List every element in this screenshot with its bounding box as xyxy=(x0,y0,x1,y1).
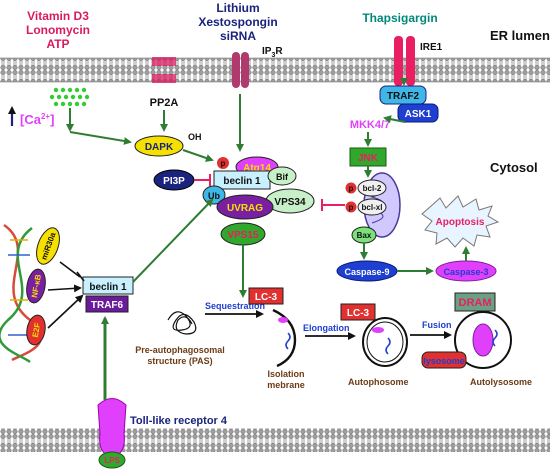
bif-label: Bif xyxy=(276,172,289,182)
traf2-label: TRAF2 xyxy=(387,91,420,102)
lps-label: LPS xyxy=(104,456,120,465)
isolation-line2: mebrane xyxy=(267,380,305,390)
traf6-label: TRAF6 xyxy=(91,300,124,311)
uvrag-label: UVRAG xyxy=(227,203,263,214)
beclin1-left-node xyxy=(82,276,134,295)
lps-node xyxy=(98,451,126,469)
bif-node xyxy=(267,166,297,186)
p-badge-bcl2 xyxy=(345,182,357,194)
ub-label: Ub xyxy=(208,191,220,201)
bclxl-label: bcl-xl xyxy=(362,203,383,212)
pp2a-channel xyxy=(152,57,176,83)
er-membrane xyxy=(0,58,550,82)
pas-line2: structure (PAS) xyxy=(147,356,212,366)
caspase3-label: Caspase-3 xyxy=(443,267,488,277)
pas-scribble xyxy=(167,311,197,335)
lc3-b-node xyxy=(340,303,376,321)
bcl-inhibits-beclin xyxy=(321,199,345,211)
lysosome-label: lysosome xyxy=(423,356,465,366)
tlr4-label: Toll-like receptor 4 xyxy=(130,415,228,427)
dram-label: DRAM xyxy=(459,297,492,309)
lithium-label: Lithium xyxy=(216,1,259,15)
elongation-label: Elongation xyxy=(303,323,350,333)
green-arrows xyxy=(66,78,470,400)
thapsigargin-label: Thapsigargin xyxy=(362,11,437,25)
ask1-label: ASK1 xyxy=(405,109,432,120)
mir30a-inhibits-beclin xyxy=(59,261,85,282)
xestospongin-label: Xestospongin xyxy=(198,15,277,29)
mkk47-label: MKK4/7 xyxy=(350,119,390,131)
atg14-label: Atg14 xyxy=(243,163,271,174)
autophosome xyxy=(362,317,408,367)
pas-line1: Pre-autophagosomal xyxy=(135,345,225,355)
nfkb-node: NF-κB xyxy=(26,268,46,304)
jnk-label: JNK xyxy=(358,153,379,164)
dna-helix xyxy=(0,223,43,364)
ip3r-channel xyxy=(232,52,249,88)
lc3-a-node xyxy=(248,287,284,305)
nfkb-label: NF-κB xyxy=(30,273,43,298)
lc3-b-label: LC-3 xyxy=(347,308,370,319)
vps34-label: VPS34 xyxy=(274,197,306,208)
isolation-cargo xyxy=(278,317,291,350)
dapk-label: DAPK xyxy=(145,142,174,153)
bax-label: Bax xyxy=(357,231,372,240)
lc3-a-label: LC-3 xyxy=(255,292,278,303)
pi3p-inhibition xyxy=(194,174,211,186)
bcl2-label: bcl-2 xyxy=(363,184,382,193)
ask1-to-mkk-arrow xyxy=(383,115,406,124)
isolation-line1: Isolation xyxy=(267,369,304,379)
p-badge-bclxl-label: p xyxy=(349,203,354,212)
p-badge-bclxl xyxy=(345,201,357,213)
autolysosome xyxy=(454,311,512,369)
plasma-membrane xyxy=(0,428,550,452)
nfkb-activates-beclin xyxy=(47,284,82,293)
autolysosome-label: Autolysosome xyxy=(470,377,532,387)
lonomycin-label: Lonomycin xyxy=(26,23,90,37)
beclin-left-to-complex-arrow xyxy=(132,198,214,283)
vps15-label: VPS15 xyxy=(227,230,259,241)
ire1-receptor xyxy=(394,36,415,86)
p-badge-beclin xyxy=(217,157,229,169)
p-badge-bcl2-label: p xyxy=(349,184,354,193)
ca-to-dapk-arrow-h xyxy=(69,131,132,145)
atp-label: ATP xyxy=(46,37,69,51)
bcl2-node xyxy=(357,179,387,197)
ire1-label: IRE1 xyxy=(420,42,443,53)
mir30a-node: miR30a xyxy=(36,227,60,265)
sequestration-label: Sequestration xyxy=(205,301,265,311)
lysosome-node xyxy=(421,351,467,369)
autophosome-label: Autophosome xyxy=(348,377,409,387)
beclin1-left-label: beclin 1 xyxy=(89,282,127,293)
e2f-label: E2F xyxy=(31,322,42,338)
beclin1-label: beclin 1 xyxy=(223,176,261,187)
dapk-to-beclin-arrow xyxy=(182,149,214,162)
traf6-node xyxy=(85,295,129,313)
dapk-node xyxy=(134,135,184,157)
apoptosis-label: Apoptosis xyxy=(436,217,485,228)
bclxl-node xyxy=(357,198,387,216)
pi3p-label: PI3P xyxy=(163,176,185,187)
oh-label: OH xyxy=(188,132,202,142)
ip3r-label: IP3R xyxy=(262,46,283,59)
er-lumen-label: ER lumen xyxy=(490,28,550,43)
caspase9-label: Caspase-9 xyxy=(344,267,389,277)
ask1-node xyxy=(397,103,439,123)
tlr4-receptor xyxy=(97,398,127,456)
apoptosis-burst xyxy=(421,195,500,248)
e2f-activates-beclin xyxy=(47,294,84,329)
calcium-dots xyxy=(49,87,90,107)
dram-node xyxy=(454,292,496,312)
fusion-label: Fusion xyxy=(422,320,452,330)
pp2a-label: PP2A xyxy=(150,97,179,109)
p-badge-beclin-label: p xyxy=(221,159,226,168)
cytosol-label: Cytosol xyxy=(490,160,538,175)
isolation-membrane xyxy=(272,308,297,368)
e2f-node: E2F xyxy=(26,314,46,346)
uvrag-node xyxy=(216,194,274,220)
calcium-label: [Ca2+] xyxy=(20,112,54,127)
vitamin-d3-label: Vitamin D3 xyxy=(27,9,89,23)
sirna-label: siRNA xyxy=(220,29,256,43)
